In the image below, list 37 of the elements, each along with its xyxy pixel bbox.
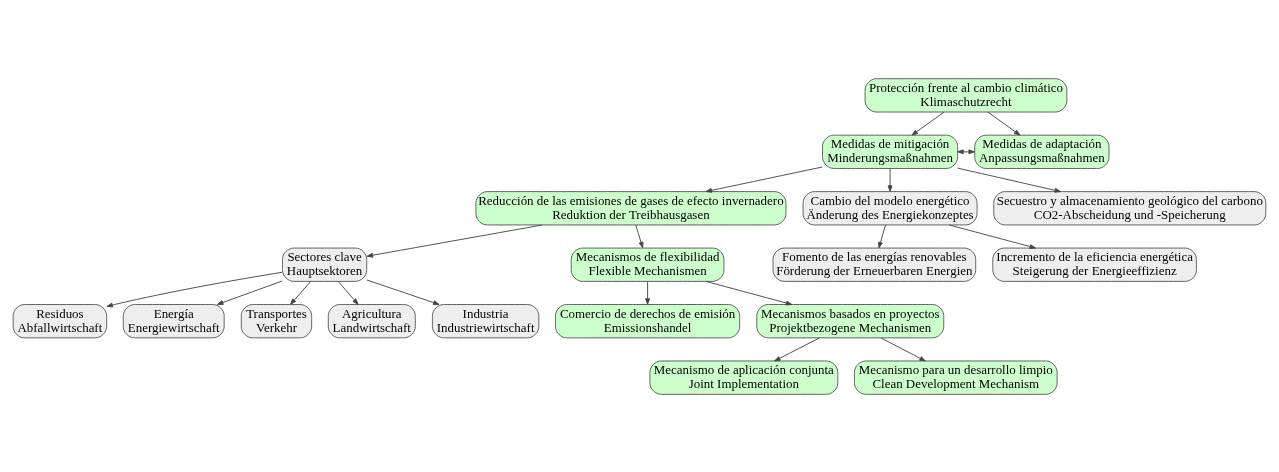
node-box: Residuos Abfallwirtschaft [12, 303, 108, 338]
node-box: Cambio del modelo energético Änderung des Energiekonzeptes [802, 190, 978, 225]
node-box: Energía Energiewirtschaft [122, 303, 225, 338]
node-box: Sectores clave Hauptsektoren [282, 247, 368, 282]
arrow [216, 280, 283, 305]
arrow [645, 280, 650, 305]
arrow [987, 111, 1021, 136]
arrow [774, 336, 820, 361]
arrow [366, 224, 543, 258]
arrow [957, 167, 1062, 193]
arrow [705, 166, 823, 193]
arrow [337, 280, 359, 305]
node-box: Transportes Verkehr [240, 303, 313, 338]
arrow [887, 167, 893, 192]
node-box: Comercio de derechos de emisión Emissionshandel [555, 303, 741, 338]
node-box: Mecanismos de flexibilidad Flexible Mechanismen [570, 247, 725, 282]
node-box: Agricultura Landwirtschaft [327, 303, 416, 338]
node-box: Protección frente al cambio climático Klimaschutzrecht [864, 77, 1068, 112]
node-box: Secuestro y almacenamiento geológico del carbono CO2-Abscheidung und -Speicherung [993, 190, 1267, 225]
node-box: Mecanismo para un desarrollo limpio Clean Development Mechanism [854, 360, 1058, 395]
arrow [366, 279, 440, 305]
node-box: Medidas de adaptación Anpassungsmaßnahmen [974, 134, 1110, 169]
node-box: Medidas de mitigación Minderungsmaßnahmen [822, 134, 959, 169]
node-box: Reducción de las emisiones de gases de efecto invernadero Reduktion der Treibhausgasen [475, 190, 787, 225]
arrow [911, 111, 945, 136]
node-box: Incremento de la eficiencia energética Steigerung der Energieeffizienz [992, 247, 1197, 282]
arrow [878, 224, 886, 248]
node-box: Industria Industriewirtschaft [431, 303, 540, 338]
arrow [106, 271, 283, 307]
node-box: Mecanismos basados en proyectos Projektbezogene Mechanismen [756, 303, 945, 338]
node-box: Fomento de las energías renovables Förderung der Erneuerbaren Energien [772, 247, 977, 282]
arrow [705, 280, 793, 305]
arrow [880, 336, 926, 361]
arrow [635, 224, 644, 248]
arrow [948, 224, 1037, 249]
node-box: Mecanismo de aplicación conjunta Joint Implementation [649, 360, 839, 395]
arrow [290, 280, 312, 305]
